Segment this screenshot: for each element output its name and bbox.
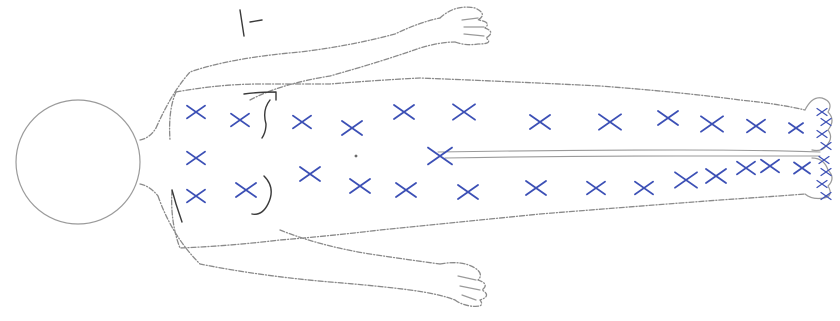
x-mark bbox=[821, 143, 831, 150]
x-mark bbox=[300, 167, 320, 181]
x-mark bbox=[587, 182, 605, 195]
x-mark bbox=[231, 114, 249, 127]
x-mark bbox=[526, 181, 546, 195]
x-mark bbox=[187, 190, 205, 203]
x-mark bbox=[737, 162, 755, 175]
lower-hand-outline bbox=[440, 263, 487, 307]
x-mark bbox=[794, 162, 810, 173]
leg-midline-2 bbox=[445, 156, 820, 158]
neck-outline-bottom bbox=[140, 184, 158, 196]
x-mark bbox=[747, 120, 765, 133]
x-mark bbox=[453, 104, 475, 119]
upper-hand-outline bbox=[440, 7, 491, 45]
x-mark bbox=[394, 105, 414, 119]
x-mark bbox=[187, 152, 205, 165]
lower-arm-inner bbox=[280, 230, 440, 264]
center-dot bbox=[355, 155, 358, 158]
head-outline bbox=[16, 100, 140, 224]
torso-leg-outline-top bbox=[176, 78, 805, 110]
torso-leg-outline-bottom bbox=[172, 190, 805, 248]
x-mark bbox=[236, 183, 256, 197]
x-mark bbox=[396, 183, 416, 197]
x-mark bbox=[599, 114, 621, 129]
x-mark bbox=[817, 109, 827, 116]
marks-group bbox=[187, 104, 831, 202]
x-mark bbox=[635, 182, 653, 195]
x-mark bbox=[789, 123, 803, 133]
leg-midline bbox=[438, 150, 820, 152]
x-mark bbox=[530, 115, 550, 129]
shoulder-bracket-left bbox=[262, 100, 270, 138]
upper-arm-outer bbox=[156, 18, 440, 128]
x-mark bbox=[342, 121, 362, 135]
foot-top-outline bbox=[805, 98, 832, 151]
upper-arm-inner bbox=[250, 42, 455, 100]
x-mark bbox=[658, 111, 678, 125]
x-mark bbox=[187, 106, 205, 119]
hip-line bbox=[172, 190, 182, 222]
x-mark bbox=[821, 119, 831, 126]
x-mark bbox=[675, 172, 697, 187]
shoulder-bracket-top bbox=[244, 92, 276, 100]
x-mark bbox=[428, 148, 452, 165]
x-mark bbox=[817, 181, 827, 188]
neck-outline-top bbox=[140, 128, 156, 140]
x-mark bbox=[701, 116, 723, 131]
stray-pen-mark bbox=[240, 10, 262, 36]
x-mark bbox=[458, 185, 478, 199]
x-mark bbox=[706, 169, 726, 183]
lower-arm-outer bbox=[158, 196, 455, 300]
x-mark bbox=[293, 116, 311, 129]
x-mark bbox=[817, 131, 827, 138]
x-mark bbox=[761, 160, 779, 173]
lower-hand-fingers bbox=[458, 276, 480, 300]
x-mark bbox=[350, 179, 370, 193]
